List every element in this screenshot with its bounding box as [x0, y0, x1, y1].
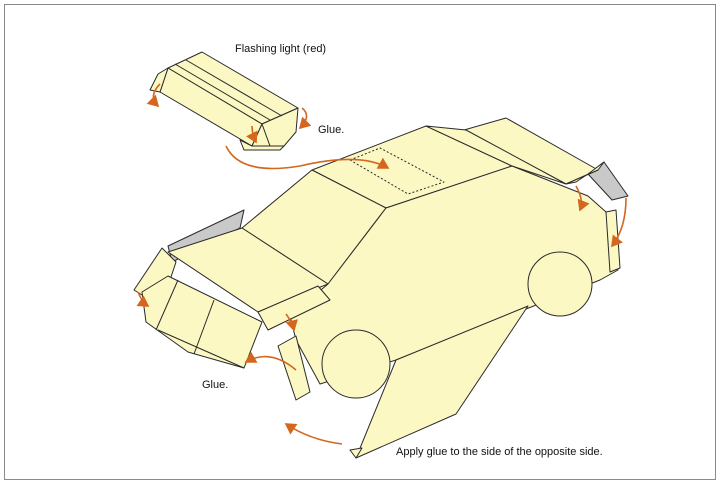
arrow-fender-fold	[136, 291, 150, 307]
light-glue-slot	[349, 147, 445, 195]
flashing-light-piece	[149, 51, 299, 151]
arrow-light-right-fold	[298, 107, 312, 130]
light-bottom-tab	[239, 139, 285, 151]
arrow-rear-side-fold	[611, 197, 627, 248]
glue-left-label: Glue.	[202, 379, 229, 391]
arrow-bumper-tab-fold	[285, 313, 298, 332]
car-body	[133, 117, 629, 459]
arrow-light-tab-fold	[245, 125, 258, 144]
arrow-light-to-roof	[225, 145, 390, 170]
skirt-end-tab	[349, 447, 363, 459]
arrow-skirt-fold	[284, 423, 343, 445]
apply-glue-label: Apply glue to the side of the opposite s…	[396, 446, 603, 458]
rear-window-panel	[425, 125, 567, 185]
glue-top-label: Glue.	[318, 124, 345, 136]
flashing-light-label: Flashing light (red)	[235, 43, 327, 55]
lower-side-skirt	[355, 305, 529, 459]
rear-roof-flap-side	[565, 161, 605, 185]
bumper-side-tab	[257, 285, 331, 331]
light-left-flap	[149, 67, 169, 93]
rear-wheel	[527, 251, 593, 317]
front-wheel	[321, 329, 391, 399]
arrow-rear-flap-fold	[575, 185, 590, 212]
arrow-bumper-to-side	[244, 351, 297, 371]
arrow-light-left-fold	[146, 83, 161, 108]
